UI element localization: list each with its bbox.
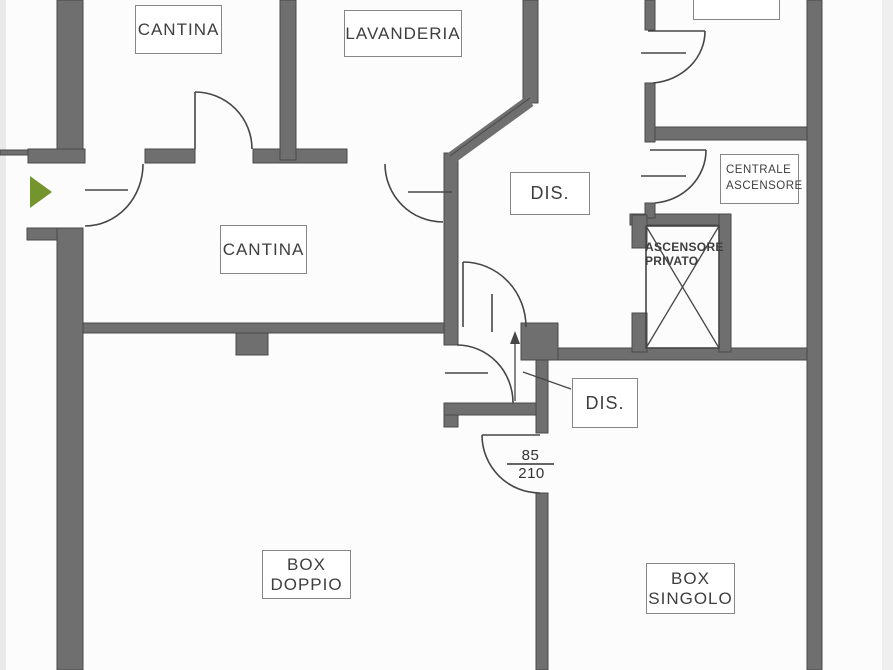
room-label-text: CENTRALE	[726, 164, 792, 177]
entrance-arrow-icon	[30, 176, 52, 208]
room-label-box-doppio: BOX DOPPIO	[262, 550, 351, 599]
room-label-text: CANTINA	[222, 239, 305, 259]
room-label-text: BOX	[287, 554, 326, 574]
door-entrance	[84, 163, 144, 227]
door-vestibule-north	[462, 261, 527, 332]
elevator-label-line: ASCENSORE	[645, 240, 724, 254]
elevator-private-label: ASCENSORE PRIVATO	[645, 240, 724, 269]
room-label-text: DOPPIO	[270, 574, 343, 594]
room-label-cantina-main: CANTINA	[220, 225, 307, 274]
room-label-text: DIS.	[530, 183, 570, 204]
room-label-cantina-top: CANTINA	[135, 5, 222, 54]
room-label-text: BOX	[671, 568, 710, 588]
diagonal-wall-edge	[449, 97, 531, 157]
elevator-label-line: PRIVATO	[645, 253, 699, 268]
room-label-top-right-cutoff	[693, 0, 780, 20]
room-label-text: DIS.	[585, 392, 625, 413]
room-label-box-singolo: BOX SINGOLO	[646, 563, 735, 614]
door-height-dimension: 210	[518, 465, 545, 482]
elevator-shaft-symbol	[645, 225, 720, 349]
door-room-top-right	[641, 30, 706, 84]
room-label-centrale-ascensore: CENTRALE ASCENSORE	[720, 154, 802, 204]
diagonal-wall	[446, 96, 534, 164]
room-label-dis-vestibule: DIS.	[572, 378, 638, 428]
room-label-text: CANTINA	[137, 19, 220, 39]
room-label-text: LAVANDERIA	[345, 23, 461, 43]
door-vestibule-west	[445, 344, 514, 404]
room-label-text: SINGOLO	[648, 588, 733, 608]
dis-leader-line	[522, 371, 572, 390]
up-arrow	[510, 331, 520, 401]
door-centrale-ascensore	[641, 149, 707, 204]
room-label-lavanderia: LAVANDERIA	[344, 10, 462, 57]
left-edge-band	[0, 0, 6, 670]
door-lavanderia	[384, 163, 452, 223]
door-width-dimension: 85	[521, 447, 540, 464]
room-label-text: ASCENSORE	[726, 180, 803, 192]
walls	[0, 0, 823, 670]
room-label-dis-corridor: DIS.	[510, 172, 590, 215]
right-edge-band	[882, 0, 893, 670]
door-cantina-top	[194, 91, 253, 150]
door-box-85-210	[481, 434, 541, 494]
